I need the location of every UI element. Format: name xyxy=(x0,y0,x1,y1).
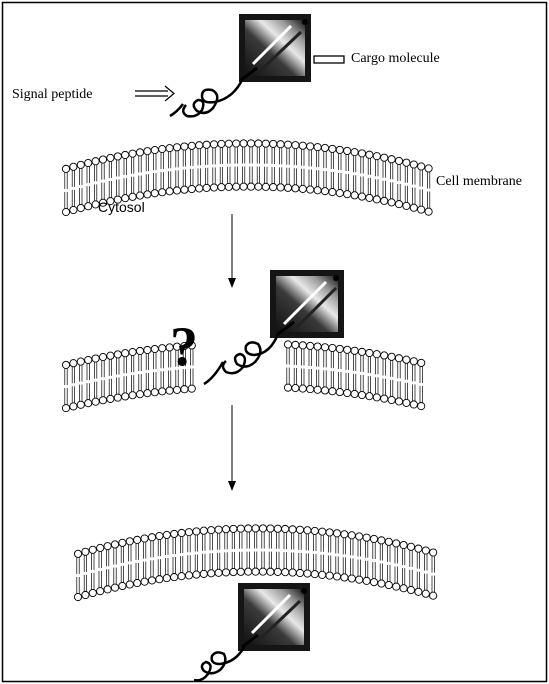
signal-peptide-1 xyxy=(183,78,243,116)
signal-peptide-2 xyxy=(223,334,278,373)
step-arrow-2 xyxy=(228,405,236,491)
signal-peptide-3 xyxy=(194,647,244,680)
cargo-pointer-arrow xyxy=(314,56,344,63)
cargo-molecule-1 xyxy=(239,14,311,82)
stage-1-cargo xyxy=(135,14,344,116)
cargo-molecule-2 xyxy=(270,270,344,338)
cargo-molecule-label: Cargo molecule xyxy=(351,51,440,66)
stage-2-cargo xyxy=(204,270,344,384)
question-mark: ? xyxy=(170,316,198,378)
membrane-stage-2-right xyxy=(284,341,424,410)
step-arrow-1 xyxy=(228,214,236,288)
signal-peptide-arrow xyxy=(135,86,174,101)
signal-peptide-label: Signal peptide xyxy=(12,87,93,102)
cytosol-label: Cytosol xyxy=(98,199,145,215)
stage-3-cargo xyxy=(194,583,310,680)
cell-membrane-label: Cell membrane xyxy=(436,174,522,189)
cargo-molecule-3 xyxy=(238,583,310,651)
